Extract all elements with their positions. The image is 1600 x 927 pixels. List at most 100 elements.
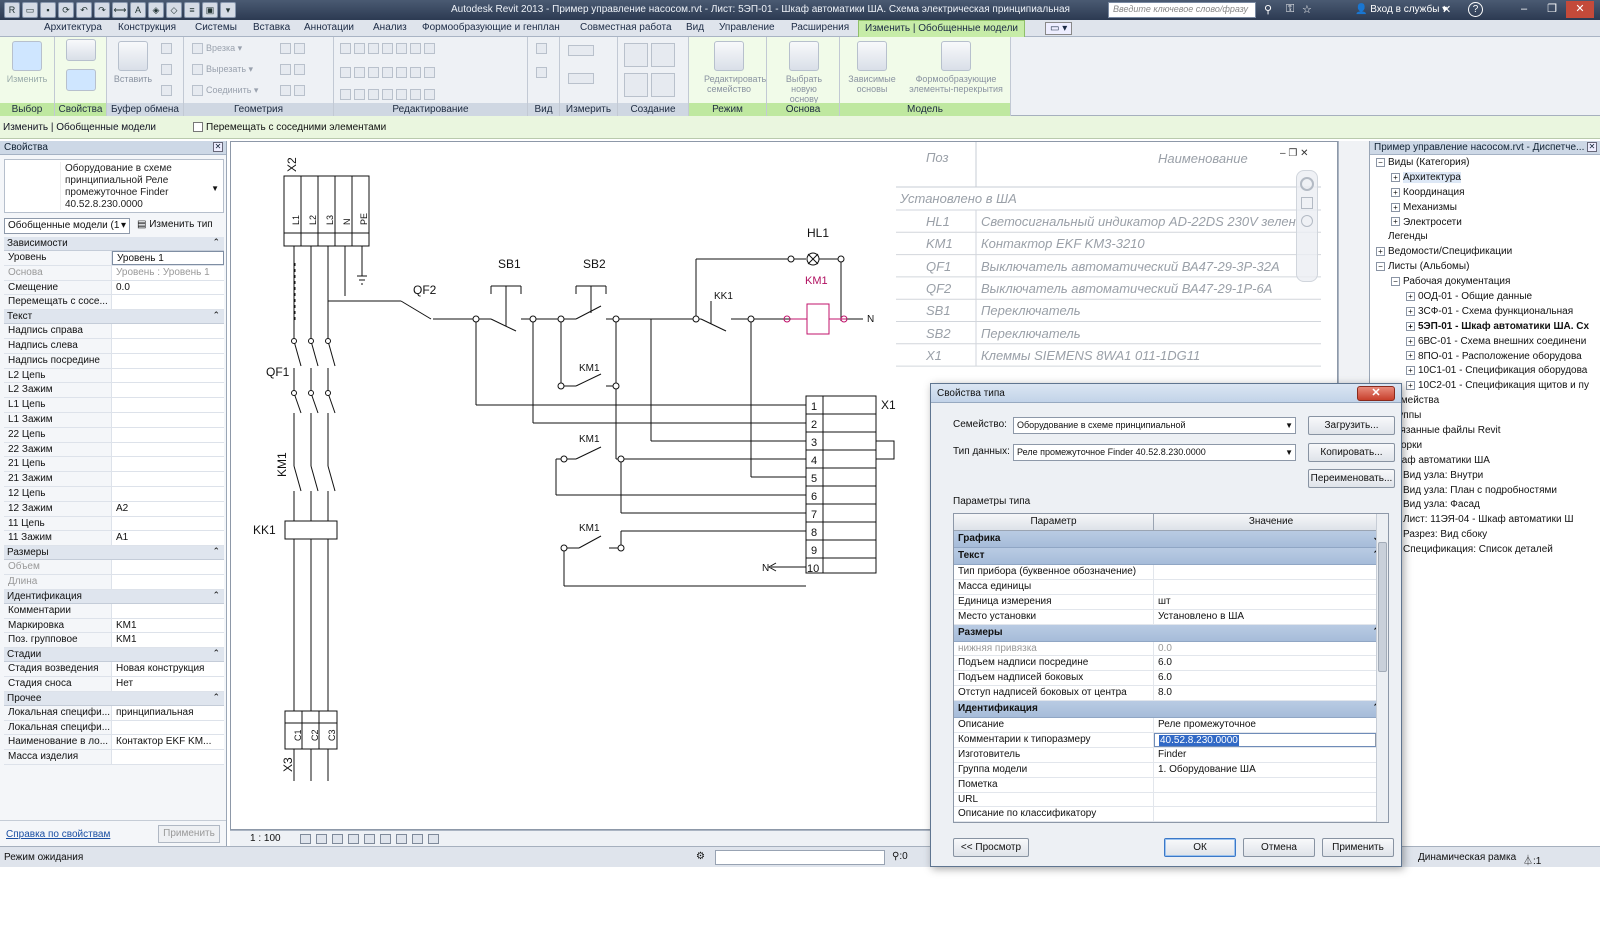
parameter-value-cell[interactable] [1154, 565, 1388, 579]
close-icon[interactable]: ✕ [213, 142, 223, 152]
move-icon[interactable] [340, 67, 438, 79]
paste-button[interactable]: Вставить [109, 41, 157, 84]
close-button[interactable]: ✕ [1566, 1, 1594, 18]
browser-item[interactable]: −Виды (Категория) [1370, 157, 1600, 172]
property-value[interactable]: A2 [112, 501, 224, 516]
expand-icon[interactable]: + [1406, 336, 1415, 346]
browser-item[interactable]: Вид узла: Фасад [1370, 499, 1600, 514]
workset-select[interactable] [715, 850, 885, 865]
pick-host-button[interactable]: Выбрать новую основу [777, 41, 831, 104]
collapse-icon[interactable]: ⌃ [212, 691, 220, 702]
move-with-checkbox[interactable] [193, 122, 203, 133]
property-group[interactable]: Стадии⌃ [4, 648, 224, 663]
property-value[interactable]: Уровень : Уровень 1 [112, 265, 224, 280]
property-group[interactable]: Зависимости⌃ [4, 237, 224, 251]
parameter-value-cell[interactable] [1154, 778, 1388, 792]
load-button[interactable]: Загрузить... [1308, 416, 1395, 435]
property-value[interactable] [112, 560, 224, 574]
properties-apply-button[interactable]: Применить [158, 825, 220, 843]
browser-item[interactable]: +Координация [1370, 187, 1600, 202]
edit-type-button[interactable]: ▤ Изменить тип [137, 219, 213, 230]
ok-button[interactable]: ОК [1164, 838, 1236, 857]
browser-item[interactable]: Разрез: Вид сбоку [1370, 529, 1600, 544]
cut-geometry-button[interactable]: Вырезать ▾ [192, 64, 253, 76]
dimension-icon[interactable] [568, 73, 597, 85]
exchange-icon[interactable]: ✕ [1442, 4, 1452, 16]
browser-item[interactable]: +3СФ-01 - Схема функциональная [1370, 306, 1600, 321]
grid-scroll-thumb[interactable] [1378, 542, 1387, 672]
modify-button[interactable]: Изменить [3, 41, 51, 84]
collapse-icon[interactable]: − [1376, 262, 1385, 272]
zoom-icon[interactable] [1301, 215, 1313, 227]
temporary-hide-icon[interactable] [396, 834, 407, 844]
parameter-group[interactable]: Размеры⌃ [954, 624, 1388, 642]
browser-item[interactable]: Легенды [1370, 231, 1600, 246]
property-value[interactable]: A1 [112, 531, 224, 546]
subscription-icon[interactable]: ⚿ [1286, 3, 1295, 15]
grid-scrollbar[interactable] [1376, 514, 1388, 822]
property-value[interactable]: 0.0 [112, 280, 224, 295]
visual-style-icon[interactable] [316, 834, 327, 844]
property-value[interactable]: принципиальная [112, 705, 224, 720]
expand-icon[interactable]: + [1406, 366, 1415, 376]
browser-item[interactable]: +0ОД-01 - Общие данные [1370, 291, 1600, 306]
parameter-value-cell[interactable] [1154, 580, 1388, 594]
browser-item[interactable]: Группы [1370, 410, 1600, 425]
expand-icon[interactable]: + [1391, 202, 1400, 212]
parameter-group[interactable]: Идентификация⌃ [954, 701, 1388, 719]
steering-wheel-icon[interactable] [1300, 177, 1314, 191]
browser-item[interactable]: −Листы (Альбомы) [1370, 261, 1600, 276]
property-value[interactable] [112, 472, 224, 486]
property-value[interactable] [112, 383, 224, 398]
3d-view-icon[interactable]: ◈ [148, 2, 164, 18]
property-value[interactable] [112, 516, 224, 531]
sun-path-icon[interactable] [332, 834, 343, 844]
parameter-group[interactable]: Графика⌄ [954, 531, 1388, 548]
browser-item[interactable]: +10С1-01 - Спецификация оборудова [1370, 365, 1600, 380]
star-icon[interactable]: ☆ [1302, 4, 1312, 16]
shadows-icon[interactable] [348, 834, 359, 844]
editable-only-icon[interactable]: ⚲:0 [892, 851, 908, 862]
browser-item[interactable]: Семейства [1370, 395, 1600, 410]
browser-item[interactable]: +8ПО-01 - Расположение оборудова [1370, 351, 1600, 366]
rename-button[interactable]: Переименовать... [1308, 469, 1395, 488]
tab-manage[interactable]: Управление [719, 22, 775, 33]
property-value[interactable]: KM1 [112, 633, 224, 648]
family-select[interactable]: Оборудование в схеме принципиальной▼ [1013, 417, 1296, 434]
collapse-icon[interactable]: − [1391, 276, 1400, 286]
cut-clip-icon[interactable] [161, 43, 175, 55]
schematic-drawing[interactable]: X2 QF1 QF2 KM1 KK1 SB1 SB2 HL1 X1 X3 KM1… [231, 142, 1337, 829]
app-menu-button[interactable]: R [4, 2, 20, 18]
property-group[interactable]: Размеры⌃ [4, 546, 224, 561]
property-value[interactable] [112, 442, 224, 457]
sync-icon[interactable]: ⟳ [58, 2, 74, 18]
expand-icon[interactable]: + [1406, 306, 1415, 316]
tab-analyze[interactable]: Анализ [373, 22, 407, 33]
expand-icon[interactable]: + [1376, 247, 1385, 257]
measure-icon[interactable]: ⟷ [112, 2, 128, 18]
form-elements-button[interactable]: Формообразующие элементы-перекрытия [904, 41, 1008, 94]
property-value[interactable] [112, 353, 224, 368]
join-button[interactable]: Соединить ▾ [192, 85, 258, 97]
browser-item[interactable]: +10С2-01 - Спецификация щитов и пу [1370, 380, 1600, 395]
tab-view[interactable]: Вид [686, 22, 705, 33]
browser-item[interactable]: Связанные файлы Revit [1370, 425, 1600, 440]
browser-item[interactable]: +Электросети [1370, 217, 1600, 232]
restore-button[interactable]: ❐ [1547, 3, 1557, 15]
property-group[interactable]: Текст⌃ [4, 310, 224, 325]
parameter-value-cell[interactable]: Реле промежуточное [1154, 718, 1388, 732]
collapse-icon[interactable]: ⌃ [212, 546, 220, 557]
worksets-icon[interactable]: ⚙ [696, 851, 705, 862]
move-with-nearby-option[interactable]: Перемещать с соседними элементами [193, 122, 386, 133]
property-value[interactable]: KM1 [112, 618, 224, 633]
save-icon[interactable]: ▪ [40, 2, 56, 18]
tab-structure[interactable]: Конструкция [118, 22, 177, 33]
view-scale[interactable]: 1 : 100 [250, 833, 281, 844]
browser-item[interactable]: +6ВС-01 - Схема внешних соединени [1370, 336, 1600, 351]
instance-filter-select[interactable]: Обобщенные модели (1 ▾ [4, 218, 130, 234]
split-face-icon[interactable] [280, 64, 308, 76]
tab-addins[interactable]: Расширения [791, 22, 850, 33]
tab-collaborate[interactable]: Совместная работа [580, 22, 672, 33]
collapse-icon[interactable]: ⌃ [212, 237, 220, 247]
